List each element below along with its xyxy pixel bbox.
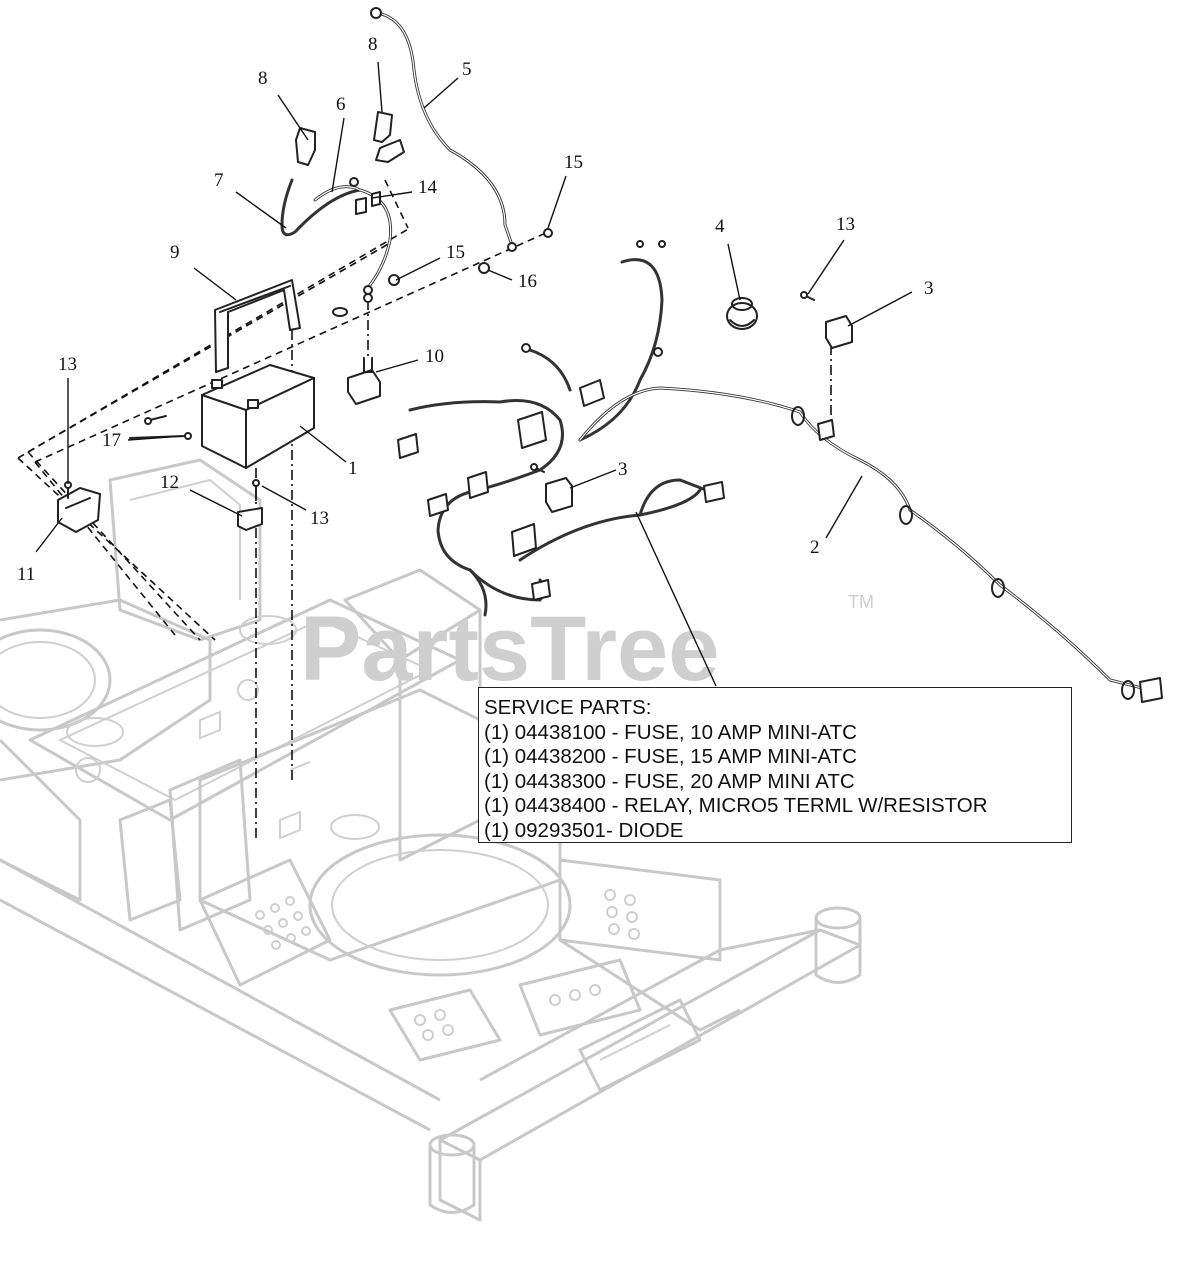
battery-holddown-9 [214,279,301,373]
callout-1: 1 [348,458,358,479]
service-parts-heading: SERVICE PARTS: [484,696,652,719]
callout-16: 16 [518,271,537,292]
alignment-lines [17,179,832,840]
service-parts-box: SERVICE PARTS: (1) 04438100 - FUSE, 10 A… [478,687,1072,843]
callout-7: 7 [214,170,224,191]
battery-cable-5 [370,7,517,252]
callout-13-right: 13 [836,214,855,235]
callout-13-left: 13 [58,354,77,375]
mower-chassis-frame [0,458,862,1222]
terminal-boots-8 [295,111,405,166]
ignition-switch-11 [57,481,101,533]
hardware-15-16 [332,228,553,317]
callout-6: 6 [336,94,346,115]
service-part-line: (1) 04438400 - RELAY, MICRO5 TERML W/RES… [484,794,988,817]
wire-harness-2 [397,240,1163,703]
callout-12: 12 [160,472,179,493]
callout-13-center: 13 [310,508,329,529]
callout-5: 5 [462,59,472,80]
callout-17: 17 [102,430,121,451]
callout-10: 10 [425,346,444,367]
battery-cables-6-7 [280,177,393,295]
callout-2: 2 [810,537,820,558]
hardware-14 [355,191,381,215]
callout-3-lower: 3 [618,459,628,480]
battery-1 [201,364,315,469]
service-part-line: (1) 04438200 - FUSE, 15 AMP MINI-ATC [484,745,857,768]
callout-labels: 1 2 3 3 4 5 6 7 8 8 9 10 11 12 13 13 13 … [17,34,934,585]
callout-8-right: 8 [368,34,378,55]
bracket-12-13 [237,479,263,531]
callout-3-upper: 3 [924,278,934,299]
watermark-trademark: TM [848,592,874,612]
relays-3 [530,291,853,513]
power-outlet-4 [726,297,758,330]
callout-9: 9 [170,242,180,263]
service-part-line: (1) 04438300 - FUSE, 20 AMP MINI ATC [484,769,855,793]
callout-14: 14 [418,177,438,198]
callout-15-left: 15 [446,242,465,263]
callout-11: 11 [17,564,35,585]
callout-15-right: 15 [564,152,583,173]
service-part-line: (1) 04438100 - FUSE, 10 AMP MINI-ATC [484,720,857,744]
watermark-text: PartsTree [300,598,719,700]
terminal-cover-10 [347,357,381,405]
service-part-line: (1) 09293501- DIODE [484,818,684,842]
bolts-17 [129,415,192,440]
leader-lines [35,61,913,687]
callout-8-left: 8 [258,68,268,89]
callout-4: 4 [715,216,725,237]
